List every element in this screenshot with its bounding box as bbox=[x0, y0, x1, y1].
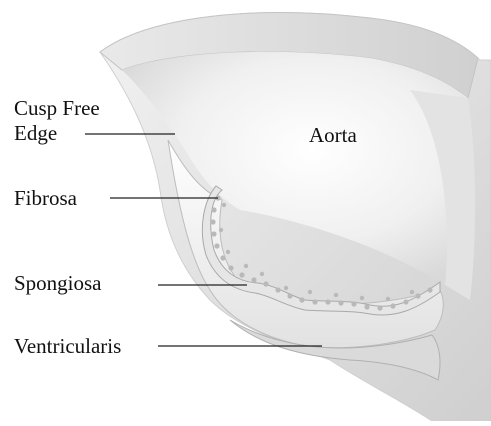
label-ventricularis: Ventricularis bbox=[14, 334, 121, 359]
label-fibrosa: Fibrosa bbox=[14, 186, 77, 211]
label-cusp-free-edge: Cusp Free Edge bbox=[14, 96, 134, 146]
label-cusp-line1: Cusp Free bbox=[14, 96, 134, 121]
label-cusp-line2: Edge bbox=[14, 121, 134, 146]
label-aorta: Aorta bbox=[309, 123, 357, 148]
label-spongiosa: Spongiosa bbox=[14, 271, 102, 296]
